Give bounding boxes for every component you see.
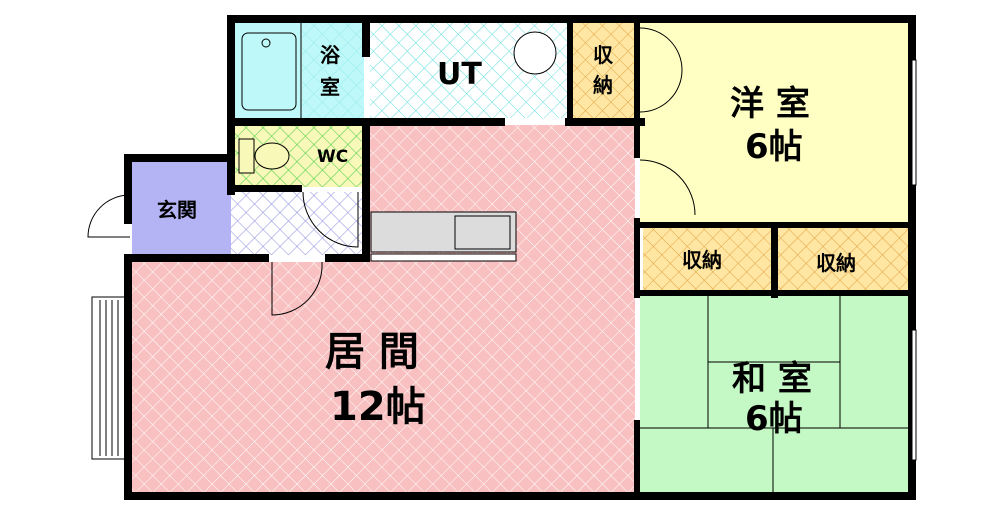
washer-icon <box>513 31 557 75</box>
room-wc <box>234 125 364 187</box>
label-wc: WC <box>317 147 348 167</box>
label-living-size: 12帖 <box>330 384 426 430</box>
kitchen-counter <box>370 211 517 262</box>
label-ut: UT <box>437 57 482 92</box>
bathtub-icon <box>241 32 297 111</box>
balcony-window <box>91 296 126 460</box>
label-japanese-name: 和 室 <box>732 359 812 399</box>
room-utility <box>370 22 568 118</box>
window-japanese <box>911 329 917 461</box>
label-bath-1: 浴 <box>320 43 341 67</box>
label-western-name: 洋 室 <box>730 84 810 124</box>
window-western <box>911 59 917 186</box>
room-storage-small <box>573 22 637 118</box>
label-western-size: 6帖 <box>745 127 803 167</box>
room-japanese <box>640 296 908 492</box>
label-bath-2: 室 <box>320 75 340 99</box>
room-bath <box>234 22 364 118</box>
label-living-name: 居 間 <box>325 329 419 375</box>
toilet-icon <box>238 138 290 174</box>
label-japanese-size: 6帖 <box>745 399 803 439</box>
label-storage-small-2: 納 <box>593 73 613 97</box>
label-entrance: 玄関 <box>157 198 197 222</box>
label-storage-left: 収納 <box>682 248 722 272</box>
room-living <box>91 125 635 492</box>
room-western <box>639 22 908 222</box>
label-storage-small-1: 収 <box>593 43 614 67</box>
label-storage-right: 収納 <box>816 251 856 275</box>
room-storage-right <box>778 228 908 290</box>
room-entrance <box>87 162 232 255</box>
walls <box>124 15 916 500</box>
room-hall <box>231 191 364 255</box>
sink-icon <box>454 215 511 250</box>
room-storage-left <box>643 228 771 290</box>
